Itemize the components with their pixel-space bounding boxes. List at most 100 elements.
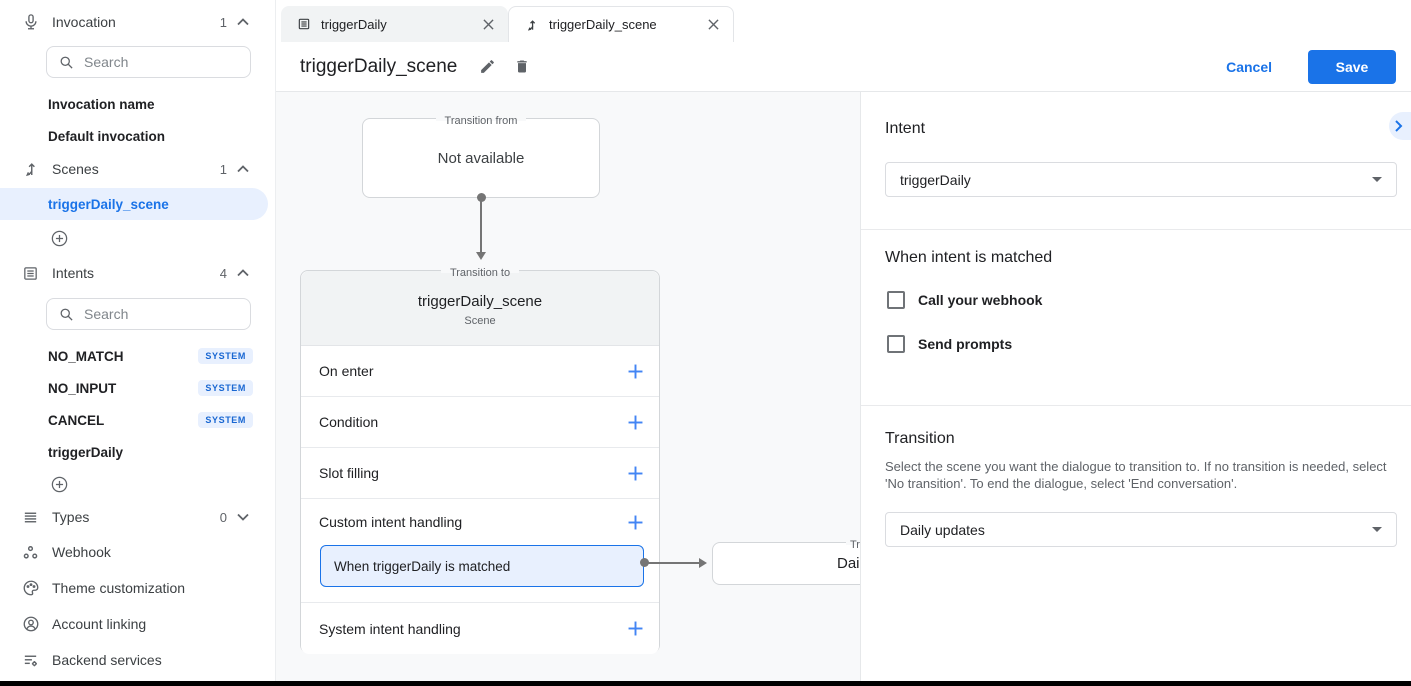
sidebar-item-triggerdaily-scene[interactable]: triggerDaily_scene [0,188,268,220]
node-legend: Transition from [435,115,527,127]
scene-diagram-canvas[interactable]: Transition from Not available Transition… [276,92,860,681]
tab-label: triggerDaily_scene [549,17,657,32]
custom-intent-handling-header[interactable]: Custom intent handling [301,499,659,545]
caret-down-icon [1372,527,1382,532]
row-label: On enter [319,363,374,379]
microphone-icon [22,13,40,31]
add-icon[interactable] [628,621,643,636]
checkbox-unchecked[interactable] [887,335,905,353]
sidebar-section-invocation[interactable]: Invocation 1 [0,6,275,38]
call-webhook-checkbox-row[interactable]: Call your webhook [887,291,1042,309]
sidebar-section-types[interactable]: Types 0 [0,500,275,534]
scene-node: Transition to triggerDaily_scene Scene O… [300,267,660,654]
transition-dropdown[interactable]: Daily updates [885,512,1397,547]
sidebar-item-theme-customization[interactable]: Theme customization [0,570,275,606]
intent-dropdown[interactable]: triggerDaily [885,162,1397,197]
sidebar: Invocation 1 Invocation name Default inv… [0,0,276,681]
caret-down-icon [1372,177,1382,182]
system-badge: SYSTEM [198,348,253,364]
transition-dropdown-value: Daily updates [900,521,985,538]
add-icon[interactable] [628,515,643,530]
section-label: Intents [52,265,95,281]
close-icon[interactable] [483,18,494,30]
handler-label: When triggerDaily is matched [334,558,511,574]
intent-handler-card[interactable]: When triggerDaily is matched [320,545,644,587]
scene-row-condition[interactable]: Condition [301,397,659,448]
add-icon[interactable] [628,364,643,379]
add-scene-button[interactable] [0,222,275,254]
sidebar-section-intents[interactable]: Intents 4 [0,256,275,290]
connector-line [645,562,700,564]
chevron-up-icon[interactable] [237,269,249,277]
add-intent-button[interactable] [0,468,275,500]
sidebar-item-webhook[interactable]: Webhook [0,534,275,570]
sidebar-item-backend-services[interactable]: Backend services [0,642,275,678]
sidebar-item-invocation-name[interactable]: Invocation name [0,88,275,120]
tab-triggerdaily[interactable]: triggerDaily [281,6,508,42]
divider [861,405,1411,406]
section-count: 1 [219,161,227,177]
checkbox-label: Send prompts [918,336,1013,352]
nav-label: Account linking [52,616,147,632]
section-count: 0 [219,509,227,525]
save-button[interactable]: Save [1308,49,1396,84]
item-label: triggerDaily_scene [48,196,169,212]
section-label: Types [52,509,90,525]
connector-line [480,197,482,253]
sidebar-section-scenes[interactable]: Scenes 1 [0,152,275,186]
search-input[interactable] [84,54,224,70]
transition-heading: Transition [885,430,955,447]
search-input[interactable] [84,306,224,322]
close-icon[interactable] [708,19,719,30]
tab-bar: triggerDaily triggerDaily_scene [276,0,1411,42]
webhook-icon [22,544,40,561]
sidebar-item-no-match[interactable]: NO_MATCH SYSTEM [0,340,275,372]
delete-icon[interactable] [514,58,530,75]
send-prompts-checkbox-row[interactable]: Send prompts [887,335,1012,353]
sidebar-item-default-invocation[interactable]: Default invocation [0,120,275,152]
intents-search[interactable] [46,298,251,330]
sidebar-item-triggerdaily[interactable]: triggerDaily [0,436,275,468]
edit-icon[interactable] [479,58,496,75]
row-label: Custom intent handling [319,514,463,530]
account-circle-icon [22,615,40,633]
types-lines-icon [22,509,40,526]
tab-triggerdaily-scene[interactable]: triggerDaily_scene [508,6,734,42]
search-icon [59,55,74,70]
row-label: Slot filling [319,465,379,481]
collapse-panel-button[interactable] [1389,112,1411,140]
chevron-up-icon[interactable] [237,18,249,26]
add-icon[interactable] [628,415,643,430]
cancel-button[interactable]: Cancel [1226,58,1272,75]
chevron-down-icon[interactable] [237,513,249,521]
chevron-up-icon[interactable] [237,165,249,173]
sidebar-item-no-input[interactable]: NO_INPUT SYSTEM [0,372,275,404]
divider [861,229,1411,230]
chevron-right-icon [1394,120,1403,132]
not-available-text: Not available [437,149,525,167]
arrow-down-icon [476,252,486,260]
item-label: Default invocation [48,128,166,144]
when-matched-heading: When intent is matched [885,249,1053,266]
sidebar-item-account-linking[interactable]: Account linking [0,606,275,642]
system-badge: SYSTEM [198,380,253,396]
add-circle-icon [50,475,69,494]
item-label: CANCEL [48,412,105,428]
intent-heading: Intent [885,120,926,137]
scene-icon [525,18,539,32]
scene-node-subtitle: Scene [464,315,496,327]
sidebar-item-cancel[interactable]: CANCEL SYSTEM [0,404,275,436]
item-label: Invocation name [48,96,155,112]
scene-row-on-enter[interactable]: On enter [301,346,659,397]
nav-label: Webhook [52,544,111,560]
checkbox-unchecked[interactable] [887,291,905,309]
nav-label: Backend services [52,652,162,668]
scene-row-slot-filling[interactable]: Slot filling [301,448,659,499]
invocation-search[interactable] [46,46,251,78]
add-icon[interactable] [628,466,643,481]
system-badge: SYSTEM [198,412,253,428]
transition-description: Select the scene you want the dialogue t… [885,459,1387,491]
scene-row-system-intent-handling[interactable]: System intent handling [301,603,659,654]
node-body: Dail [837,555,860,572]
daily-updates-node[interactable]: Tr Dail [712,539,860,585]
